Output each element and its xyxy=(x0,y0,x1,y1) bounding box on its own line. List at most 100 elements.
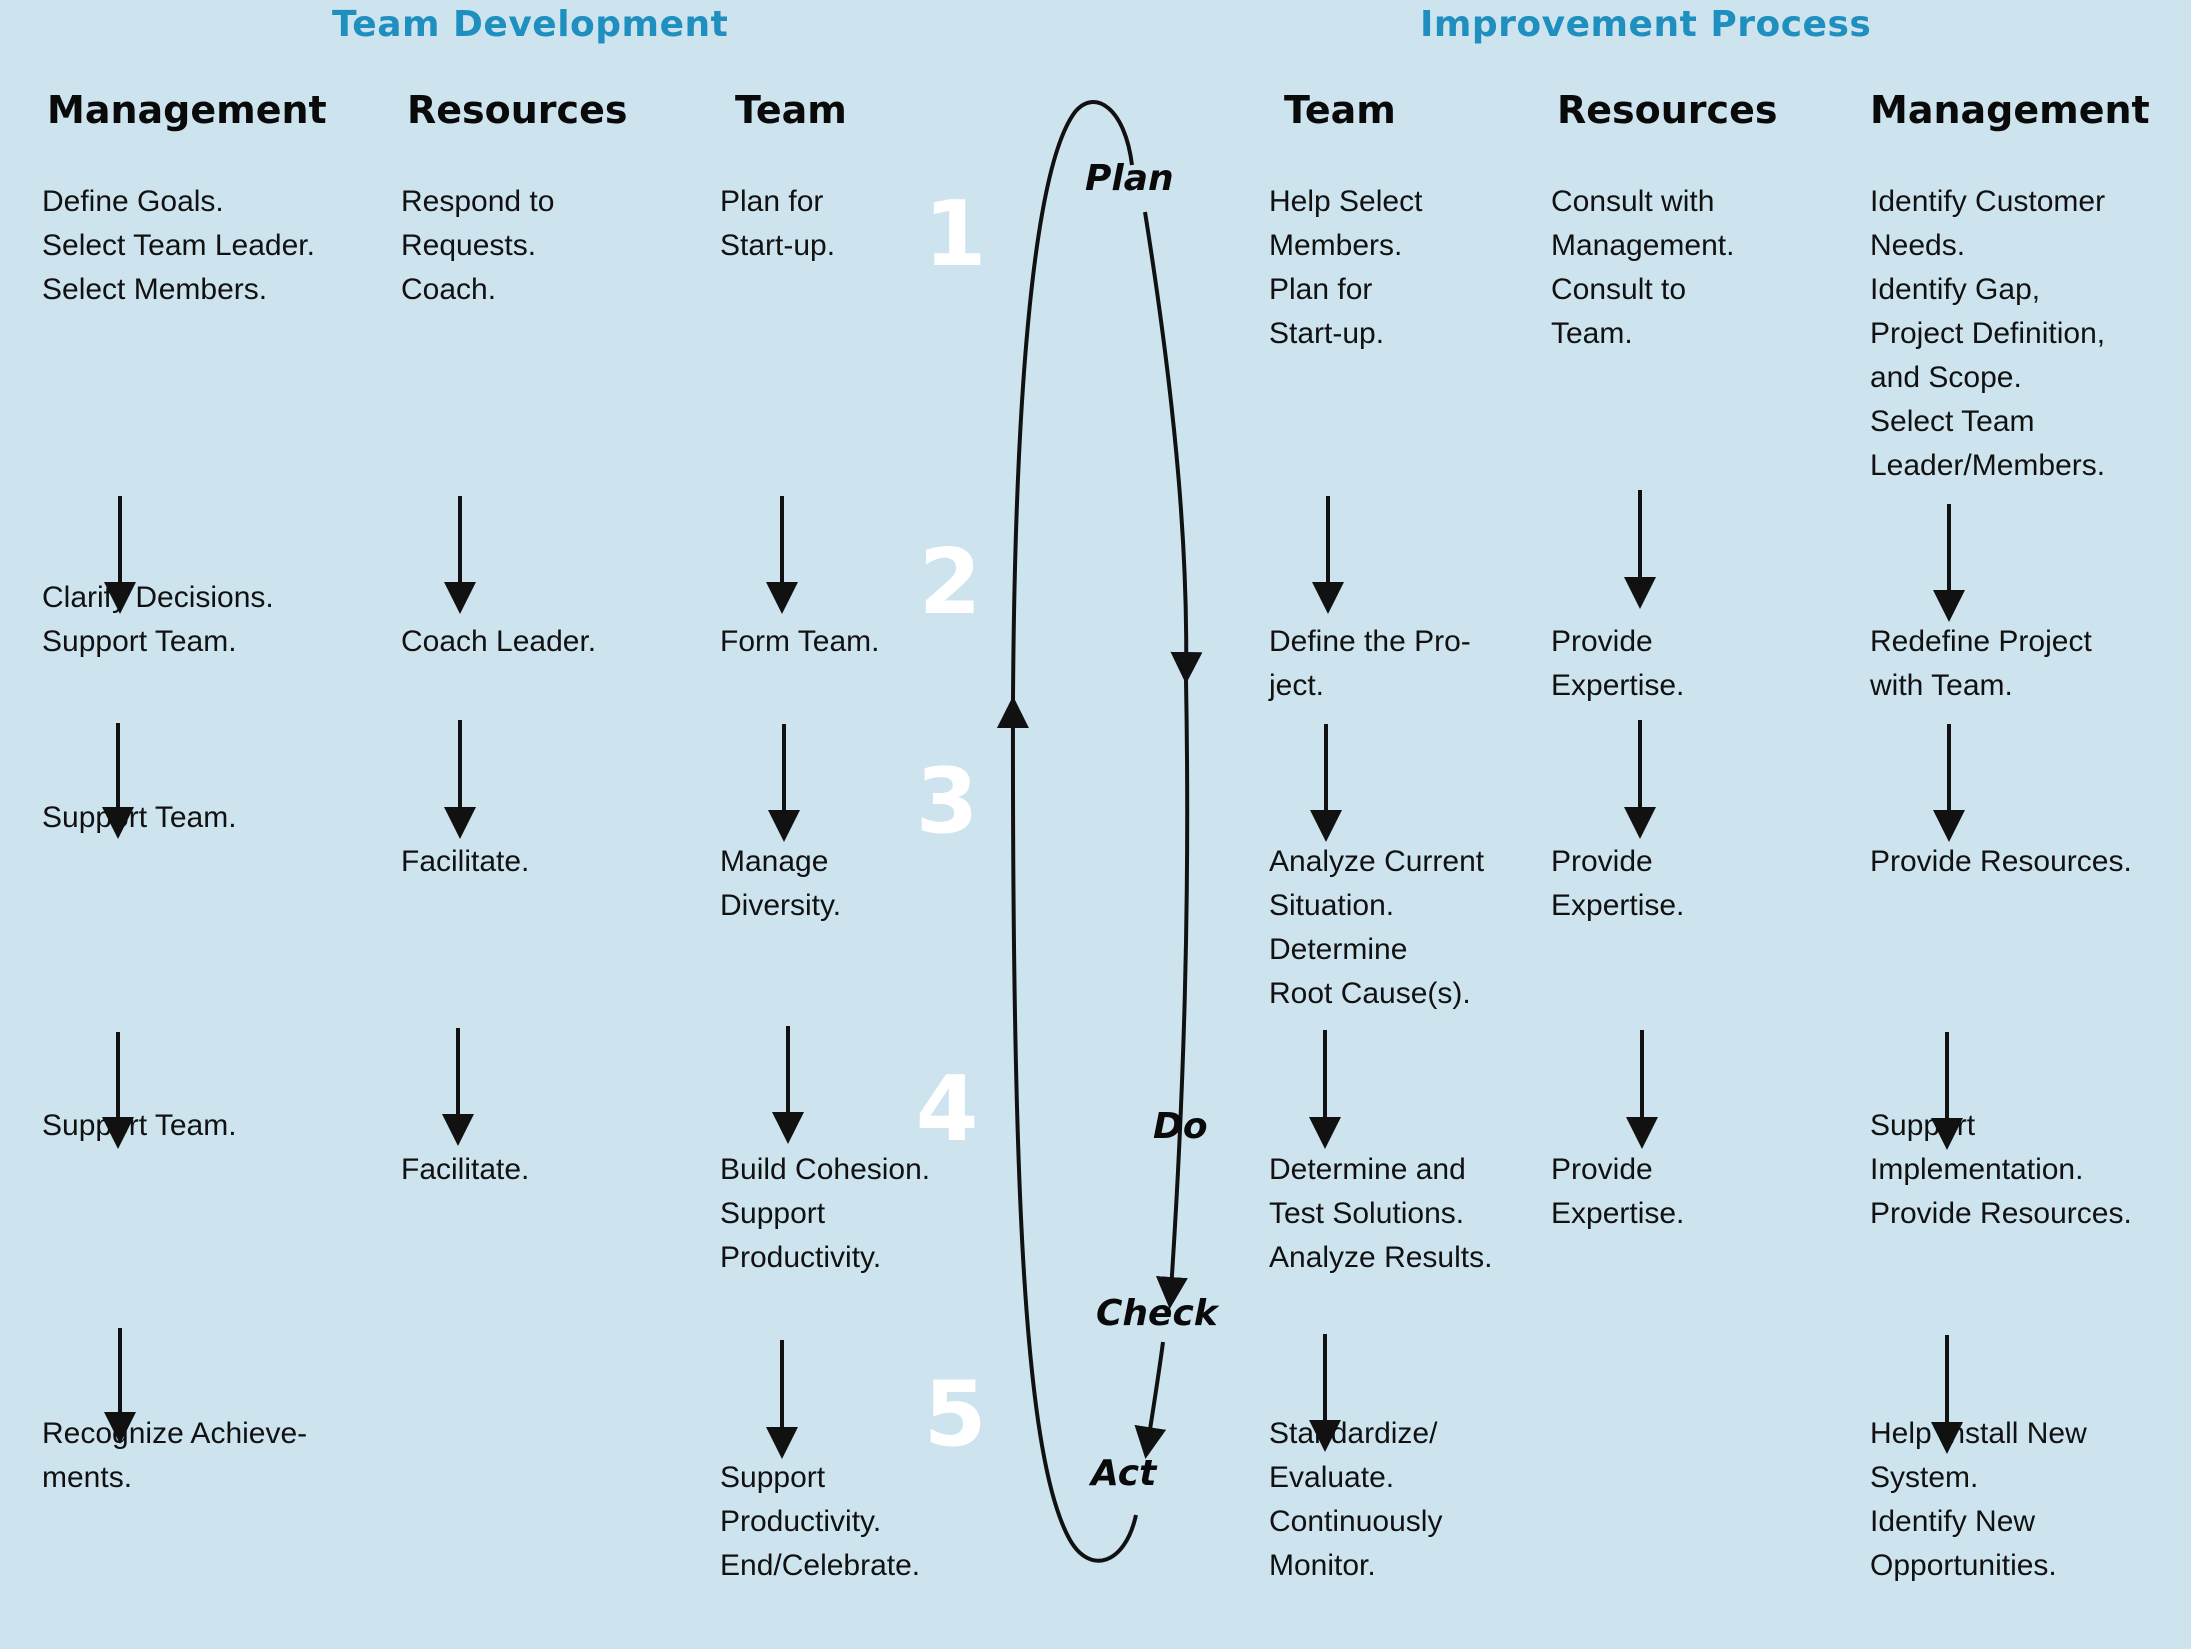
left-resources-header: Resources xyxy=(407,88,628,132)
pdca-cycle-right-lower xyxy=(1155,679,1190,1309)
activity-line: Form Team. xyxy=(720,625,880,658)
right-management-header: Management xyxy=(1870,88,2150,132)
activity-line: Help Select xyxy=(1269,185,1423,218)
activity-line: End/Celebrate. xyxy=(720,1549,921,1582)
activity-line: Select Members. xyxy=(42,273,268,306)
activity-line: Clarify Decisions. xyxy=(42,581,274,614)
activity-line: Coach. xyxy=(401,273,497,306)
activity-line: Productivity. xyxy=(720,1241,882,1274)
activity-line: Define Goals. xyxy=(42,185,224,218)
activity-line: Provide Resources. xyxy=(1870,845,2132,878)
activity-line: with Team. xyxy=(1870,669,2013,702)
activity-cell: Coach Leader. xyxy=(401,620,596,664)
activity-cell: Clarify Decisions.Support Team. xyxy=(42,576,274,664)
step-number-2: 2 xyxy=(918,530,982,635)
activity-line: Support xyxy=(1870,1109,1976,1142)
pdca-cycle-right-arc xyxy=(1143,211,1203,684)
activity-line: Requests. xyxy=(401,229,537,262)
activity-line: Support xyxy=(720,1197,826,1230)
phase-do-label: Do xyxy=(1153,1106,1208,1147)
activity-cell: Support Team. xyxy=(42,1104,237,1148)
activity-line: Support Team. xyxy=(42,1109,237,1142)
activity-line: Manage xyxy=(720,845,829,878)
activity-line: Standardize/ xyxy=(1269,1417,1438,1450)
activity-line: Respond to xyxy=(401,185,555,218)
activity-cell: Form Team. xyxy=(720,620,879,664)
column-flow-arrows xyxy=(102,490,1965,1459)
pdca-cycle-check-act xyxy=(1134,1341,1167,1459)
activity-line: ject. xyxy=(1269,669,1325,702)
activity-line: Diversity. xyxy=(720,889,842,922)
activity-line: Expertise. xyxy=(1551,1197,1685,1230)
activity-cell: Define the Pro-ject. xyxy=(1269,620,1471,708)
activity-line: Project Definition, xyxy=(1870,317,2106,350)
activity-line: Plan for xyxy=(1269,273,1373,306)
phase-act-label: Act xyxy=(1091,1453,1157,1494)
activity-line: Redefine Project xyxy=(1870,625,2092,658)
activity-line: Leader/Members. xyxy=(1870,449,2106,482)
activity-line: Facilitate. xyxy=(401,845,530,878)
step-number-5: 5 xyxy=(923,1362,987,1467)
activity-cell: Redefine Project with Team. xyxy=(1870,620,2092,708)
activity-line: Identify Gap, xyxy=(1870,273,2041,306)
activity-line: Provide xyxy=(1551,845,1653,878)
activity-cell: Respond to Requests. Coach. xyxy=(401,180,554,312)
right-team-header: Team xyxy=(1284,88,1396,132)
activity-line: Select Team Leader. xyxy=(42,229,315,262)
activity-line: Implementation. xyxy=(1870,1153,2084,1186)
activity-line: Provide Resources. xyxy=(1870,1197,2132,1230)
activity-line: Start-up. xyxy=(720,229,836,262)
phase-check-label: Check xyxy=(1096,1293,1218,1334)
improvement-process-title: Improvement Process xyxy=(1420,4,1872,45)
activity-cell: Provide Resources. xyxy=(1870,840,2132,884)
activity-cell: Facilitate. xyxy=(401,1148,529,1192)
activity-line: Start-up. xyxy=(1269,317,1385,350)
activity-line: Team. xyxy=(1551,317,1633,350)
activity-line: Provide xyxy=(1551,1153,1653,1186)
activity-line: Help Install New xyxy=(1870,1417,2087,1450)
activity-line: Facilitate. xyxy=(401,1153,530,1186)
activity-line: Determine xyxy=(1269,933,1408,966)
activity-line: Management. xyxy=(1551,229,1735,262)
step-number-3: 3 xyxy=(915,749,979,854)
activity-line: Determine and xyxy=(1269,1153,1466,1186)
activity-line: Support Team. xyxy=(42,801,237,834)
activity-line: Identify New xyxy=(1870,1505,2036,1538)
activity-line: Opportunities. xyxy=(1870,1549,2057,1582)
activity-line: Support xyxy=(720,1461,826,1494)
left-team-header: Team xyxy=(735,88,847,132)
activity-cell: Recognize Achieve-ments. xyxy=(42,1412,307,1500)
activity-line: Recognize Achieve- xyxy=(42,1417,308,1450)
activity-line: Test Solutions. xyxy=(1269,1197,1465,1230)
activity-line: and Scope. xyxy=(1870,361,2022,394)
right-resources-header: Resources xyxy=(1557,88,1778,132)
team-development-title: Team Development xyxy=(332,4,729,45)
activity-line: Monitor. xyxy=(1269,1549,1376,1582)
activity-line: Situation. xyxy=(1269,889,1395,922)
activity-line: Build Cohesion. xyxy=(720,1153,931,1186)
activity-cell: Define Goals. Select Team Leader. Select M… xyxy=(42,180,315,312)
activity-line: Consult with xyxy=(1551,185,1715,218)
activity-line: Coach Leader. xyxy=(401,625,597,658)
activity-line: Analyze Current xyxy=(1269,845,1485,878)
activity-line: Evaluate. xyxy=(1269,1461,1395,1494)
activity-line: Select Team xyxy=(1870,405,2035,438)
activity-cell: Support Team. xyxy=(42,796,237,840)
step-number-1: 1 xyxy=(923,182,987,287)
activity-line: Consult to xyxy=(1551,273,1687,306)
activity-line: Productivity. xyxy=(720,1505,882,1538)
